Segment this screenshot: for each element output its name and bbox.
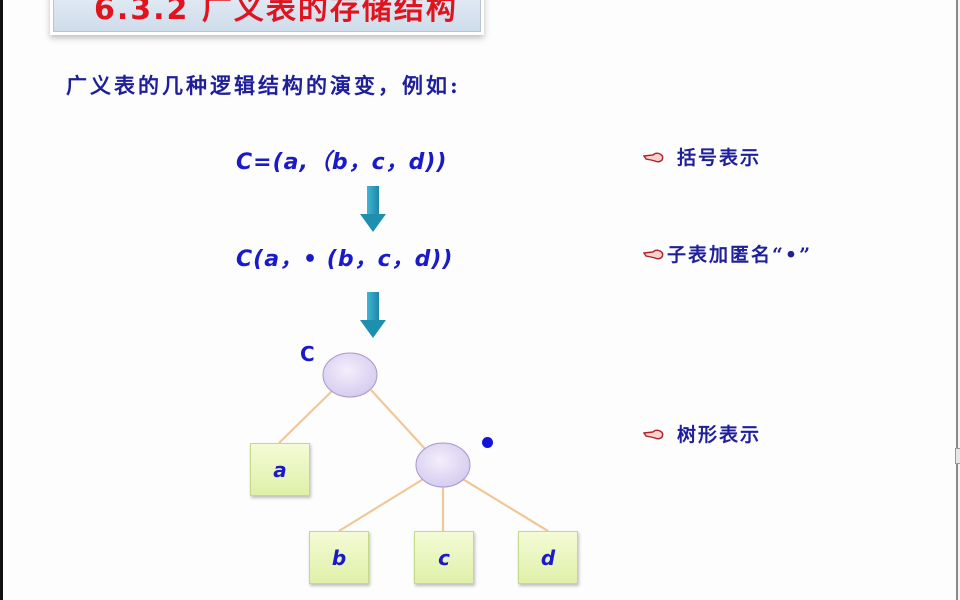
leaf-node-b: b <box>309 531 369 584</box>
window-left-border <box>0 0 3 600</box>
intro-text: 广义表的几种逻辑结构的演变，例如: <box>66 73 461 98</box>
sublist-node <box>415 442 471 488</box>
root-node <box>322 352 378 398</box>
leaf-label: a <box>273 457 287 482</box>
resize-handle[interactable] <box>955 448 960 464</box>
note-bracket: 括号表示 <box>643 143 761 170</box>
window-right-border <box>956 0 958 600</box>
formula-anonymous: C(a，• (b，c，d)) <box>236 247 454 272</box>
note-text: 括号表示 <box>677 147 762 169</box>
window-right-margin <box>958 0 960 600</box>
down-arrow-icon <box>360 186 386 232</box>
leaf-label: d <box>540 545 556 570</box>
leaf-node-c: c <box>414 531 474 584</box>
formula-bracket: C=(a,（b，c，d)) <box>236 150 448 175</box>
slide-title: 6.3.2 广义表的存储结构 <box>53 0 481 32</box>
pointing-hand-icon <box>643 429 664 439</box>
tree-edges <box>278 389 549 532</box>
pointing-hand-icon <box>643 152 664 162</box>
down-arrow-icon <box>360 292 386 338</box>
pointing-hand-icon <box>643 249 664 259</box>
leaf-node-a: a <box>250 443 310 496</box>
leaf-label: c <box>438 545 450 570</box>
anonymous-marker-dot <box>482 437 493 448</box>
root-label: C <box>300 342 315 366</box>
note-anonymous: 子表加匿名“•” <box>643 240 812 267</box>
leaf-node-d: d <box>518 531 578 584</box>
note-tree: 树形表示 <box>643 420 761 447</box>
note-text: 树形表示 <box>677 424 762 446</box>
leaf-label: b <box>331 545 347 570</box>
note-text: 子表加匿名“•” <box>667 244 813 266</box>
